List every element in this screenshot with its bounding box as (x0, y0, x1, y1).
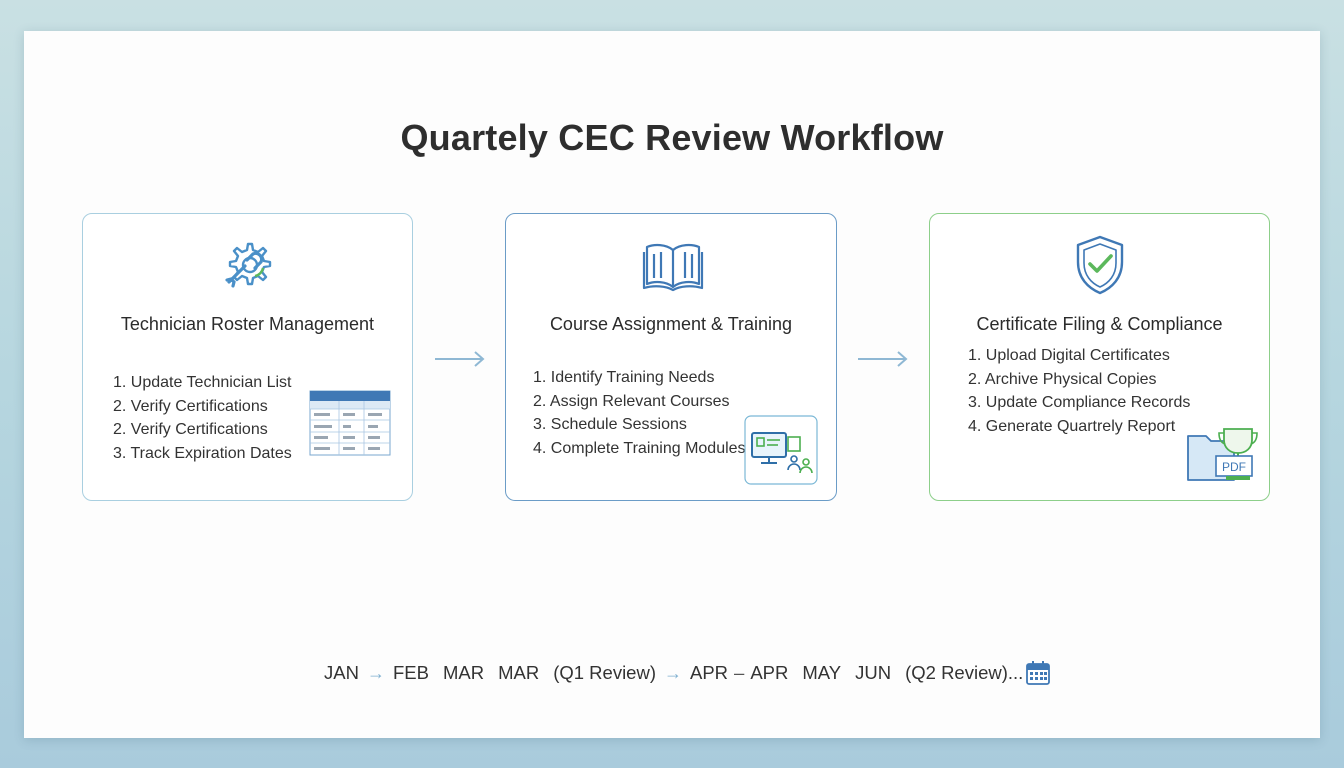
timeline-month-feb: FEB (392, 662, 429, 683)
list-item: 4. Complete Training Modules (533, 439, 746, 457)
flow-arrow (858, 351, 908, 367)
timeline-arrow: → (664, 662, 682, 683)
roster-table-icon (309, 390, 391, 456)
list-item: 1. Upload Digital Certificates (968, 347, 1170, 364)
list-item: 2. Assign Relevant Courses (533, 392, 730, 410)
timeline-month-may: MAY (802, 662, 842, 683)
card-title: Technician Roster Management (120, 314, 375, 334)
pdf-trophy-folder-icon: PDF (1187, 428, 1258, 481)
open-book-icon (642, 243, 704, 292)
pdf-label: PDF (1222, 460, 1246, 474)
card-title: Certificate Filing & Compliance (976, 314, 1223, 334)
gear-wrench-icon (225, 242, 272, 288)
timeline-month-apr: APR (750, 662, 789, 683)
online-training-icon (744, 415, 818, 485)
workflow-slide: Quartely CEC Review Workflow Technician … (24, 31, 1320, 738)
timeline-month-jun: JUN (855, 662, 892, 683)
list-item: 1. Update Technician List (113, 374, 292, 391)
timeline-month-apr: APR (690, 662, 729, 683)
timeline-q1-review: (Q1 Review) (553, 662, 656, 683)
timeline-dash: – (734, 662, 745, 683)
timeline-q2-review: (Q2 Review)... (905, 662, 1024, 683)
timeline-month-jan: JAN (324, 662, 359, 683)
timeline-month-mar: MAR (498, 662, 540, 683)
step-list: 1. Identify Training Needs 2. Assign Rel… (533, 366, 746, 460)
quarter-timeline: JAN → FEB MAR MAR (Q1 Review) → APR – AP… (324, 659, 1051, 687)
list-item: 1. Identify Training Needs (533, 369, 715, 386)
list-item: 4. Generate Quartrely Report (968, 417, 1176, 435)
step-list: 1. Upload Digital Certificates 2. Archiv… (968, 344, 1190, 438)
card-course-assignment: Course Assignment & Training 1. Identify… (505, 213, 837, 501)
list-item: 2. Verify Certifications (113, 397, 268, 415)
timeline-month-mar: MAR (442, 662, 485, 683)
list-item: 3. Schedule Sessions (533, 416, 687, 433)
list-item: 3. Update Compliance Records (968, 394, 1191, 411)
flow-arrow (435, 351, 485, 367)
calendar-icon (1026, 661, 1051, 685)
list-item: 3. Track Expiration Dates (113, 444, 292, 462)
page-title: Quartely CEC Review Workflow (400, 117, 944, 158)
step-list: 1. Update Technician List 2. Verify Cert… (113, 371, 292, 465)
list-item: 2. Archive Physical Copies (968, 370, 1157, 388)
timeline-arrow: → (366, 662, 385, 683)
card-title: Course Assignment & Training (549, 314, 793, 334)
card-technician-roster: Technician Roster Management 1. Update T… (82, 213, 413, 501)
shield-check-icon (1076, 235, 1124, 295)
list-item: 2. Verify Certifications (113, 421, 268, 438)
card-certificate-filing: Certificate Filing & Compliance 1. Uploa… (929, 213, 1270, 501)
